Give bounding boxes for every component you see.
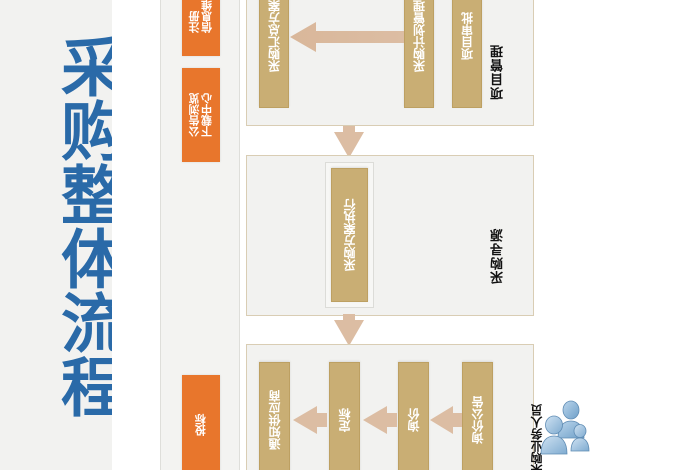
arrow-left-award-to-notify [293,406,327,434]
supplier-column-left-rule [160,0,161,470]
supplier-box-notice-line2: 下载中心 [200,93,214,137]
panel-sourcing [246,155,534,316]
process-box-purchase-summary-label: 采购汇总方案 [267,0,282,72]
arrow-left-plan-to-summary [290,22,404,52]
process-box-inquiry-label: 询价 [407,408,421,432]
process-box-plan-execution[interactable]: 采购方案执行 [331,168,368,302]
process-box-award-label: 定标 [338,408,352,432]
process-box-inquiry[interactable]: 询价 [398,362,429,470]
process-box-project-approval-label: 项目审批 [460,12,475,60]
title-band [0,0,112,470]
supplier-box-register-line2: 信息维护 [200,0,214,33]
arrow-down-to-sourcing [334,126,364,158]
process-box-purchase-summary[interactable]: 采购汇总方案 [259,0,289,108]
title-content-gap [112,0,160,470]
process-box-purchase-plan-label: 采购计划管理 [412,0,427,72]
supplier-box-bid-line1: 投标 [194,414,208,436]
supplier-box-notice[interactable]: 公告浏览 下载中心 [182,68,220,162]
process-box-notify-supplier-label: 通知供应商 [268,390,282,450]
process-box-purchase-plan[interactable]: 采购计划管理 [404,0,434,108]
arrow-left-notice-to-inquiry [430,406,462,434]
arrow-left-inquiry-to-award [363,406,397,434]
people-icon [540,400,590,455]
process-box-award[interactable]: 定标 [329,362,360,470]
arrow-down-to-execution [334,314,364,346]
supplier-box-notice-line1: 公告浏览 [187,93,201,137]
supplier-box-bid[interactable]: 投标 [182,375,220,470]
process-box-project-approval[interactable]: 项目审批 [452,0,482,108]
process-box-inquiry-notice-label: 询价公告 [471,396,485,444]
page-title: 采购整体流程 [50,34,124,418]
panel-sourcing-label: 采购寻源 [491,228,506,284]
process-box-notify-supplier[interactable]: 通知供应商 [259,362,290,470]
supplier-box-register[interactable]: 注册 信息维护 [182,0,220,56]
panel-project-management-label: 项目管理 [491,44,506,100]
supplier-box-register-line1: 注册 [187,11,201,33]
process-box-plan-execution-label: 采购方案执行 [343,199,357,271]
panel-project-management [246,0,534,126]
supplier-column-right-rule [239,0,240,470]
process-box-inquiry-notice[interactable]: 询价公告 [462,362,493,470]
